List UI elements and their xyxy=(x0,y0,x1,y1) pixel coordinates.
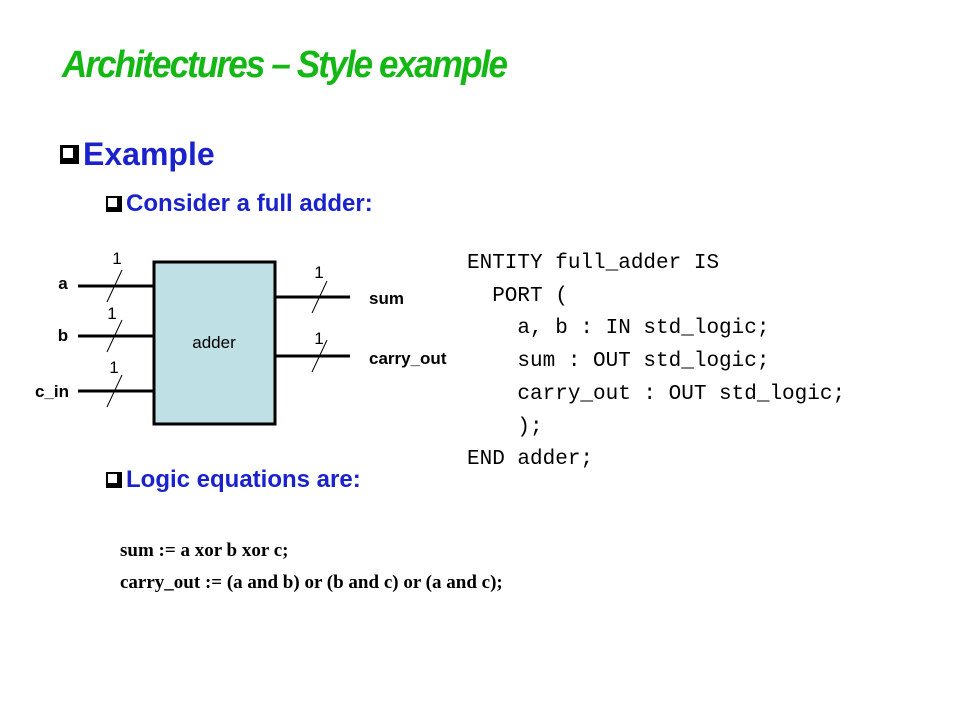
bullet-logic-text: Logic equations are: xyxy=(126,466,361,493)
bus-slash-carry-out xyxy=(311,339,328,373)
vhdl-entity-code: ENTITY full_adder IS PORT ( a, b : IN st… xyxy=(467,248,845,477)
checkbox-bullet-icon xyxy=(60,145,79,164)
bullet-example-text: Example xyxy=(83,136,215,172)
signal-label-b: b xyxy=(58,326,68,345)
width-label-sum: 1 xyxy=(314,263,323,282)
bullet-logic-equations: Logic equations are: xyxy=(106,466,361,494)
adder-block-label: adder xyxy=(192,333,236,352)
width-label-b: 1 xyxy=(107,304,116,323)
signal-label-carry-out: carry_out xyxy=(369,349,447,368)
bus-slash-sum xyxy=(311,280,328,314)
adder-block xyxy=(152,260,277,426)
equation-sum: sum := a xor b xor c; xyxy=(120,540,289,561)
bullet-consider-text: Consider a full adder: xyxy=(126,190,373,217)
bus-slash-a xyxy=(106,269,123,303)
width-label-carry-out: 1 xyxy=(314,329,323,348)
bullet-example: Example xyxy=(60,136,215,173)
bus-slash-c-in xyxy=(106,374,123,408)
code-line: a, b : IN std_logic; xyxy=(467,317,770,341)
code-line: END adder; xyxy=(467,448,594,472)
code-line: sum : OUT std_logic; xyxy=(467,350,770,374)
code-line: ); xyxy=(467,415,543,439)
checkbox-bullet-icon xyxy=(106,472,122,488)
signal-label-c-in: c_in xyxy=(35,382,69,401)
width-label-c-in: 1 xyxy=(109,358,118,377)
signal-label-sum: sum xyxy=(369,289,404,308)
equation-carry-out: carry_out := (a and b) or (b and c) or (… xyxy=(120,572,503,593)
code-line: ENTITY full_adder IS xyxy=(467,252,720,275)
bus-slash-b xyxy=(106,319,123,353)
bullet-consider: Consider a full adder: xyxy=(106,190,373,218)
width-label-a: 1 xyxy=(112,249,121,268)
code-line: PORT ( xyxy=(467,284,568,308)
slide-title: Architectures – Style example xyxy=(62,44,508,86)
checkbox-bullet-icon xyxy=(106,196,122,212)
code-line: carry_out : OUT std_logic; xyxy=(467,382,846,406)
signal-label-a: a xyxy=(58,274,68,293)
